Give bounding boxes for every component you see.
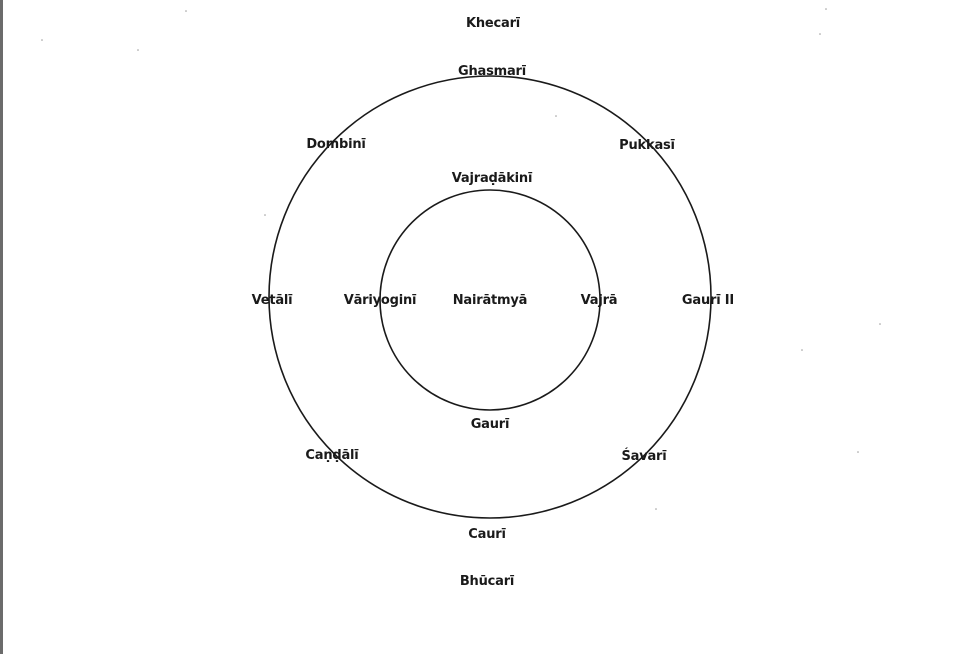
- label-center: Nairātmyā: [453, 293, 528, 308]
- label-inner-top: Vajraḍākinī: [452, 171, 533, 186]
- scan-speck: [825, 8, 827, 10]
- label-outer-left: Vetālī: [252, 293, 294, 308]
- label-inner-right: Vajrā: [581, 293, 618, 308]
- page-left-border: [0, 0, 3, 654]
- label-outer-top: Ghasmarī: [458, 64, 527, 79]
- scan-speck: [41, 39, 43, 41]
- label-outer-top-left: Dombinī: [306, 137, 366, 152]
- scan-specks: [41, 8, 881, 510]
- scan-speck: [264, 214, 266, 216]
- label-inner-left: Vāriyoginī: [344, 293, 417, 308]
- label-inner-bottom: Gaurī: [471, 417, 510, 432]
- label-outer-bottom: Caurī: [468, 527, 506, 542]
- scan-speck: [857, 451, 859, 453]
- scan-speck: [819, 33, 821, 35]
- label-outer-top-right: Pukkasī: [619, 138, 675, 153]
- scan-speck: [555, 115, 557, 117]
- label-top: Khecarī: [466, 16, 521, 31]
- label-bottom: Bhūcarī: [460, 574, 515, 589]
- inner-circle: [379, 189, 601, 411]
- scan-speck: [137, 49, 139, 51]
- outer-circle: [268, 75, 712, 519]
- scan-speck: [655, 508, 657, 510]
- label-outer-bottom-right: Śavarī: [621, 448, 667, 464]
- scan-speck: [185, 10, 187, 12]
- label-outer-bottom-left: Caṇḍālī: [305, 448, 359, 463]
- label-outer-right: Gaurī II: [682, 293, 734, 308]
- scan-speck: [879, 323, 881, 325]
- scan-speck: [801, 349, 803, 351]
